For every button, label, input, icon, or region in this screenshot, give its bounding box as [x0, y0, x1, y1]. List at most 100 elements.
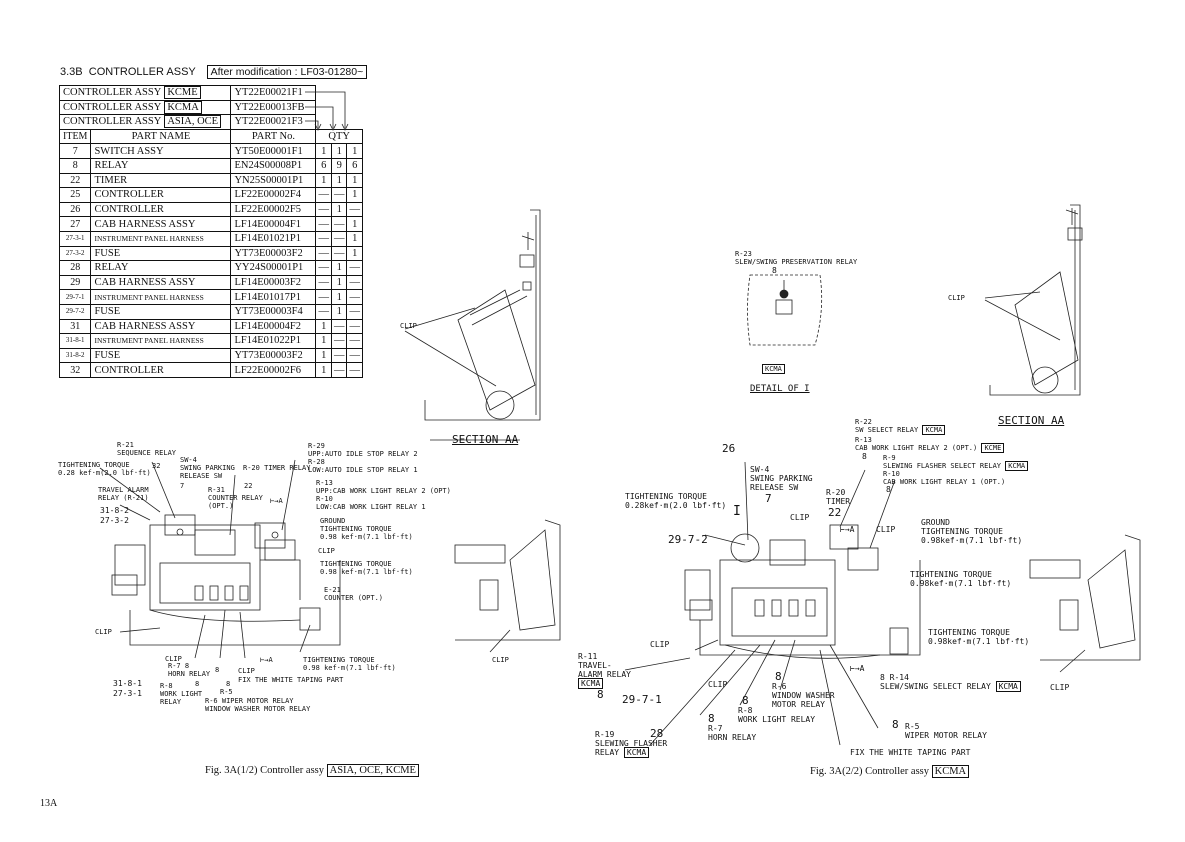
section-title: 3.3B CONTROLLER ASSY After modification …: [60, 65, 368, 79]
table-header-row: ITEM PART NAME PART No. QTY: [58, 128, 363, 145]
fig2-clip-3: CLIP: [650, 640, 670, 649]
fig2-kcma-badge: KCMA: [762, 364, 785, 374]
fig2-n7: 7: [765, 492, 772, 505]
fig1-n2732: 27-3-2: [100, 516, 129, 525]
fig1-clip-bottom: CLIP: [492, 656, 509, 664]
qty-asia-oce: —: [346, 318, 363, 335]
fig2-n28-group: 8: [708, 712, 715, 725]
fig1-a-top: ⊢→A: [270, 497, 283, 505]
fig1-n8d: 8: [226, 680, 231, 688]
fig2-r23-num: 8: [772, 266, 777, 275]
fig1-section-view: [404, 209, 541, 441]
fig1-n22: 22: [244, 482, 253, 490]
fig2-detail-i: [747, 274, 823, 346]
fig1-clip-3: CLIP: [95, 628, 112, 636]
fig2-n2972: 29-7-2: [668, 533, 708, 546]
part-item: 32: [58, 362, 92, 378]
fig2-n28: 28: [650, 727, 664, 740]
fig2-clip-right: CLIP: [1050, 683, 1070, 692]
fig2-detail-view: [1029, 534, 1141, 673]
fig1-detail-view: [454, 519, 561, 653]
fig2-n22: 22: [828, 506, 842, 519]
page-number: 13A: [40, 798, 58, 809]
fig2-n8b: 8: [886, 485, 891, 494]
part-item: 31-8-2: [58, 347, 92, 364]
fig2-n8c: 8: [597, 688, 604, 701]
section-number: 3.3B: [60, 66, 83, 78]
qty-asia-oce: 1: [346, 245, 363, 262]
qty-asia-oce: —: [346, 362, 363, 378]
fig1-n7: 7: [180, 482, 185, 490]
qty-asia-oce: —: [346, 260, 363, 276]
fig2-i-marker: I: [733, 504, 741, 519]
fig1-n32: 32: [152, 462, 161, 470]
fig2-n8a: 8: [862, 452, 867, 461]
section-name: CONTROLLER ASSY: [88, 66, 196, 78]
assy-variant: KCMA: [164, 100, 202, 114]
fig1-controller-assembly: [99, 459, 341, 659]
fig2-section-view: [984, 204, 1083, 396]
fig1-a-bottom: ⊢→A: [260, 656, 273, 664]
fig2-n8f: 8: [742, 694, 749, 707]
fig1-r5: R-5: [220, 688, 233, 696]
fig1-clip-2: CLIP: [318, 547, 335, 555]
part-name: CONTROLLER: [90, 362, 232, 378]
fig2-n2971: 29-7-1: [622, 693, 662, 706]
fig1-section-aa: SECTION AA: [452, 433, 519, 446]
fig1-clip-4: CLIP: [165, 655, 182, 663]
fig2-n26: 26: [722, 442, 736, 455]
fig2-clip-1: CLIP: [790, 513, 810, 522]
fig1-n3182: 31-8-2: [100, 506, 129, 515]
fig2-clip-4: CLIP: [708, 680, 728, 689]
fig1-n8b: 8: [195, 680, 200, 688]
qty-arrows: [305, 91, 349, 131]
assy-variant: ASIA, OCE: [164, 115, 222, 129]
fig2-clip-2: CLIP: [876, 525, 896, 534]
fig2-a-bottom: ⊢→A: [850, 664, 865, 673]
qty-asia-oce: —: [346, 201, 363, 218]
fig1-n8c: 8: [215, 666, 220, 674]
fig1-clip-5: CLIP: [238, 667, 255, 675]
